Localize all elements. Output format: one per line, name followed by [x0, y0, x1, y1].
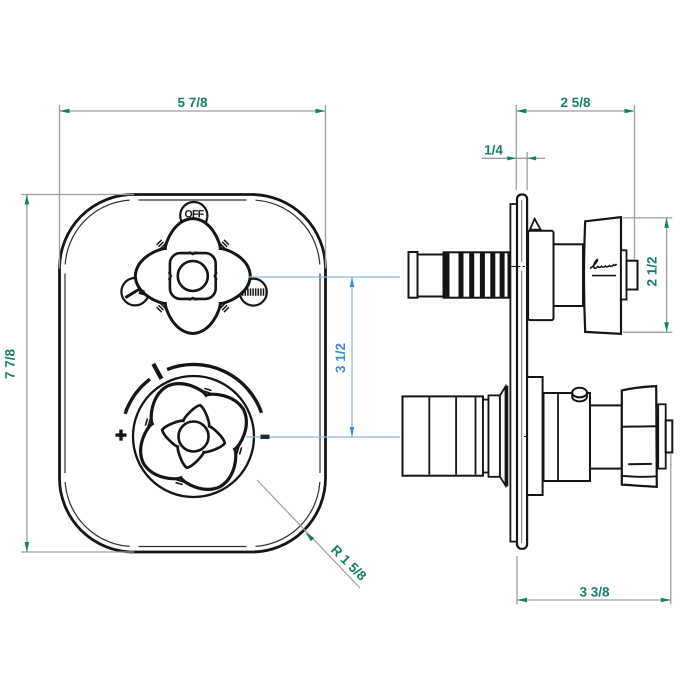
svg-text:2 5/8: 2 5/8: [560, 95, 591, 110]
svg-text:7 7/8: 7 7/8: [3, 348, 18, 379]
svg-text:3 3/8: 3 3/8: [579, 584, 610, 599]
svg-text:3 1/2: 3 1/2: [333, 343, 348, 373]
svg-text:2 1/2: 2 1/2: [645, 256, 660, 286]
svg-text:1/4: 1/4: [484, 142, 503, 157]
svg-text:5 7/8: 5 7/8: [177, 95, 208, 110]
